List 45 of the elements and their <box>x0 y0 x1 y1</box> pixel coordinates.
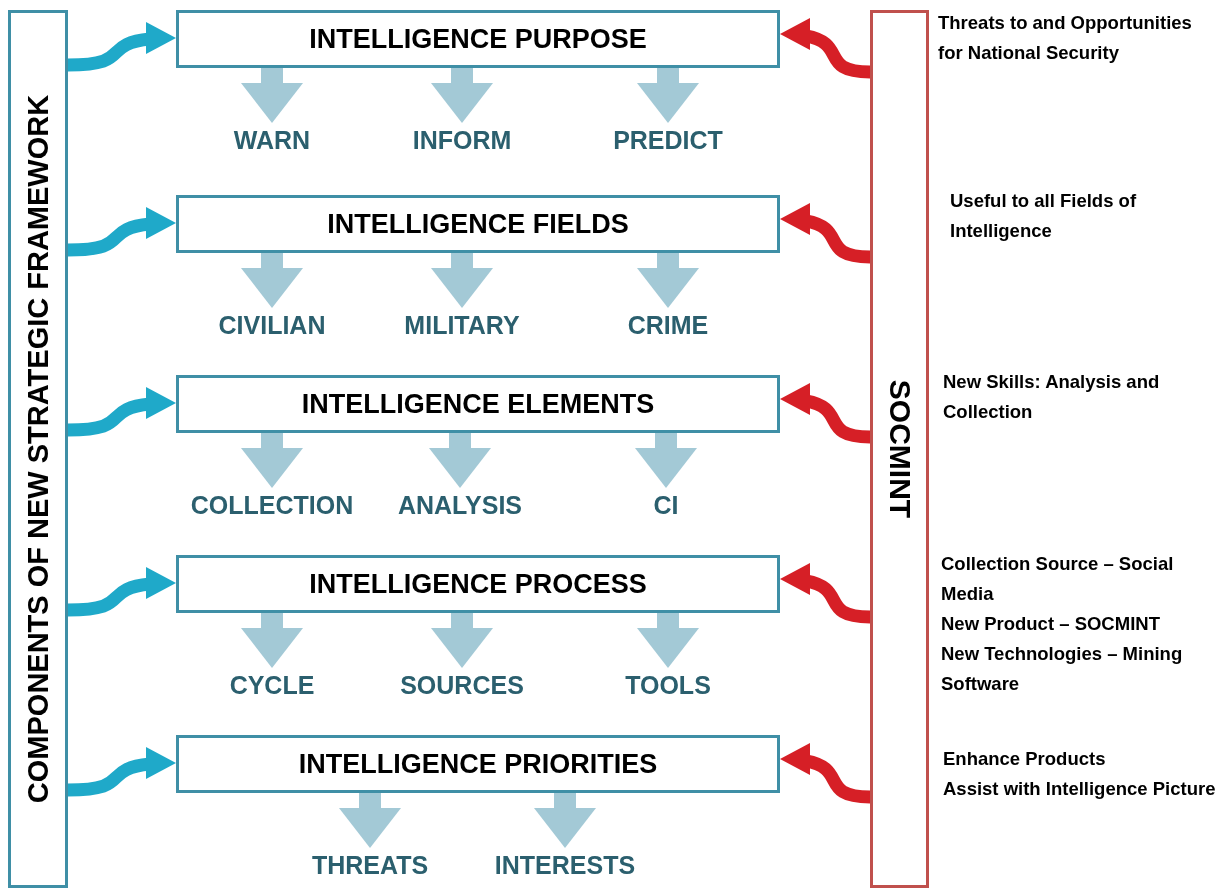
curved-arrow <box>779 204 871 264</box>
curved-arrow <box>779 564 871 624</box>
curved-arrow <box>67 567 177 617</box>
framework-band <box>8 10 68 888</box>
block-arrow <box>635 433 697 488</box>
block-arrow <box>429 433 491 488</box>
block-arrow <box>431 613 493 668</box>
curved-arrow <box>779 384 871 444</box>
category-box: INTELLIGENCE PROCESS <box>176 555 780 613</box>
curved-arrow <box>67 22 177 72</box>
block-arrow <box>637 253 699 308</box>
block-arrow <box>241 613 303 668</box>
socmint-band <box>870 10 929 888</box>
block-arrow <box>431 68 493 123</box>
curved-arrow <box>67 747 177 797</box>
curved-arrow <box>67 387 177 437</box>
note-text: Enhance Products <box>943 747 1107 771</box>
note-text: Useful to all Fields of Intelligence <box>950 189 1138 243</box>
block-arrow <box>339 793 401 848</box>
block-arrow <box>637 613 699 668</box>
block-arrow <box>637 68 699 123</box>
category-box: INTELLIGENCE FIELDS <box>176 195 780 253</box>
note-text: New Technologies – Mining Software <box>941 642 1184 696</box>
curved-arrow <box>67 207 177 257</box>
note-text: Assist with Intelligence Picture <box>943 777 1217 801</box>
block-arrow <box>241 433 303 488</box>
curved-arrow <box>779 744 871 804</box>
note-text: Collection Source – Social Media <box>941 552 1175 606</box>
band-title: SOCMINT <box>882 379 917 519</box>
outcome-label: PREDICT <box>568 123 768 157</box>
outcome-label: CI <box>566 488 766 522</box>
block-arrow <box>431 253 493 308</box>
outcome-label: CRIME <box>568 308 768 342</box>
curved-arrow <box>779 19 871 79</box>
note-text: New Skills: Analysis and Collection <box>943 370 1161 424</box>
note-text: New Product – SOCMINT <box>941 612 1161 636</box>
band-title: COMPONENTS OF NEW STRATEGIC FRAMEWORK <box>21 94 55 804</box>
note-text: Threats to and Opportunities for National Security <box>938 11 1193 65</box>
category-box: INTELLIGENCE ELEMENTS <box>176 375 780 433</box>
outcome-label: TOOLS <box>568 668 768 702</box>
category-box: INTELLIGENCE PRIORITIES <box>176 735 780 793</box>
block-arrow <box>241 68 303 123</box>
category-box: INTELLIGENCE PURPOSE <box>176 10 780 68</box>
block-arrow <box>534 793 596 848</box>
block-arrow <box>241 253 303 308</box>
